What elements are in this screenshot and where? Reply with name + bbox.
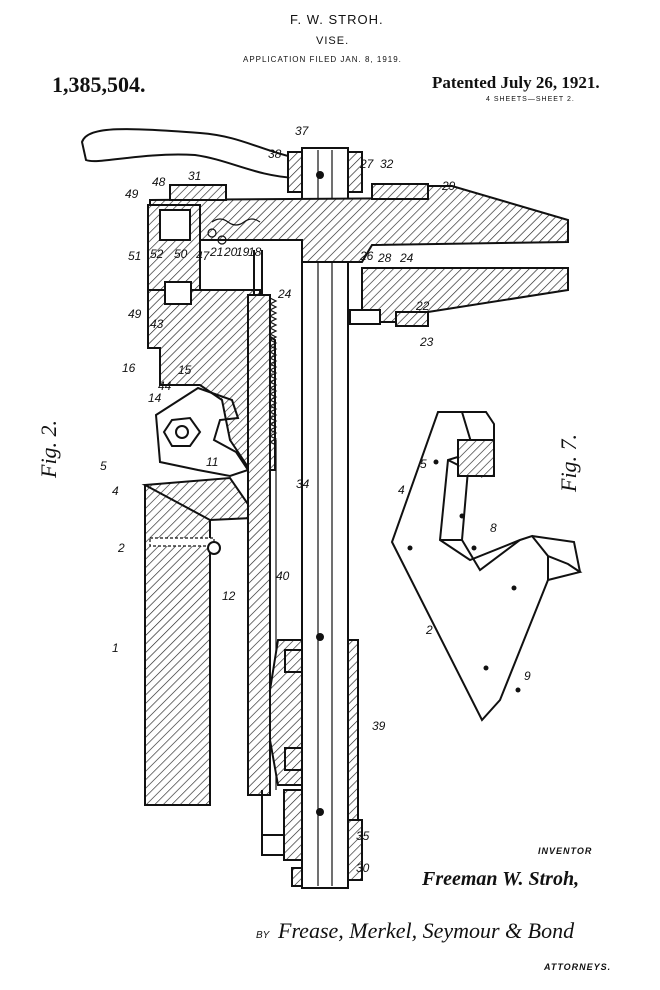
svg-text:9: 9 <box>524 669 531 683</box>
frame-column <box>145 485 210 805</box>
svg-text:15: 15 <box>178 363 192 377</box>
attorney-signature: Frease, Merkel, Seymour & Bond <box>278 918 574 944</box>
svg-text:27: 27 <box>359 157 375 171</box>
svg-text:16: 16 <box>122 361 136 375</box>
svg-text:2: 2 <box>425 623 433 637</box>
attorneys-label: ATTORNEYS. <box>544 962 611 972</box>
svg-text:26: 26 <box>359 249 374 263</box>
svg-text:35: 35 <box>356 829 370 843</box>
fig7-reference-numerals: 5 4 8 2 9 <box>398 457 531 683</box>
fig7-label: Fig. 7. <box>556 434 582 492</box>
svg-text:11: 11 <box>206 455 218 469</box>
inventor-signature: Freeman W. Stroh, <box>422 868 579 891</box>
svg-text:47: 47 <box>196 249 211 263</box>
inventor-label: INVENTOR <box>538 846 592 856</box>
svg-text:21: 21 <box>209 245 223 259</box>
lower-jaw <box>362 268 568 322</box>
svg-text:30: 30 <box>356 861 370 875</box>
svg-text:32: 32 <box>380 157 394 171</box>
svg-text:49: 49 <box>128 307 142 321</box>
svg-text:22: 22 <box>415 299 430 313</box>
svg-text:31: 31 <box>188 169 201 183</box>
svg-text:24: 24 <box>277 287 292 301</box>
svg-text:5: 5 <box>420 457 427 471</box>
svg-text:8: 8 <box>490 521 497 535</box>
svg-text:38: 38 <box>268 147 282 161</box>
svg-text:34: 34 <box>296 477 310 491</box>
svg-text:39: 39 <box>372 719 386 733</box>
svg-text:12: 12 <box>222 589 236 603</box>
svg-text:40: 40 <box>276 569 290 583</box>
svg-text:49: 49 <box>125 187 139 201</box>
svg-text:23: 23 <box>419 335 434 349</box>
svg-text:5: 5 <box>100 459 107 473</box>
svg-text:51: 51 <box>128 249 141 263</box>
svg-text:28: 28 <box>377 251 392 265</box>
svg-text:1: 1 <box>112 641 119 655</box>
by-prefix: BY <box>256 930 269 941</box>
svg-text:29: 29 <box>441 179 456 193</box>
svg-text:52: 52 <box>150 247 164 261</box>
svg-text:14: 14 <box>148 391 162 405</box>
rack-bar <box>248 295 270 795</box>
svg-text:50: 50 <box>174 247 188 261</box>
fig2-drawing <box>82 129 568 888</box>
svg-text:4: 4 <box>398 483 405 497</box>
svg-text:37: 37 <box>295 124 310 138</box>
svg-text:24: 24 <box>399 251 414 265</box>
svg-text:48: 48 <box>152 175 166 189</box>
fig2-label: Fig. 2. <box>36 420 62 478</box>
svg-text:18: 18 <box>248 245 262 259</box>
svg-text:4: 4 <box>112 484 119 498</box>
svg-text:2: 2 <box>117 541 125 555</box>
svg-text:43: 43 <box>150 317 164 331</box>
